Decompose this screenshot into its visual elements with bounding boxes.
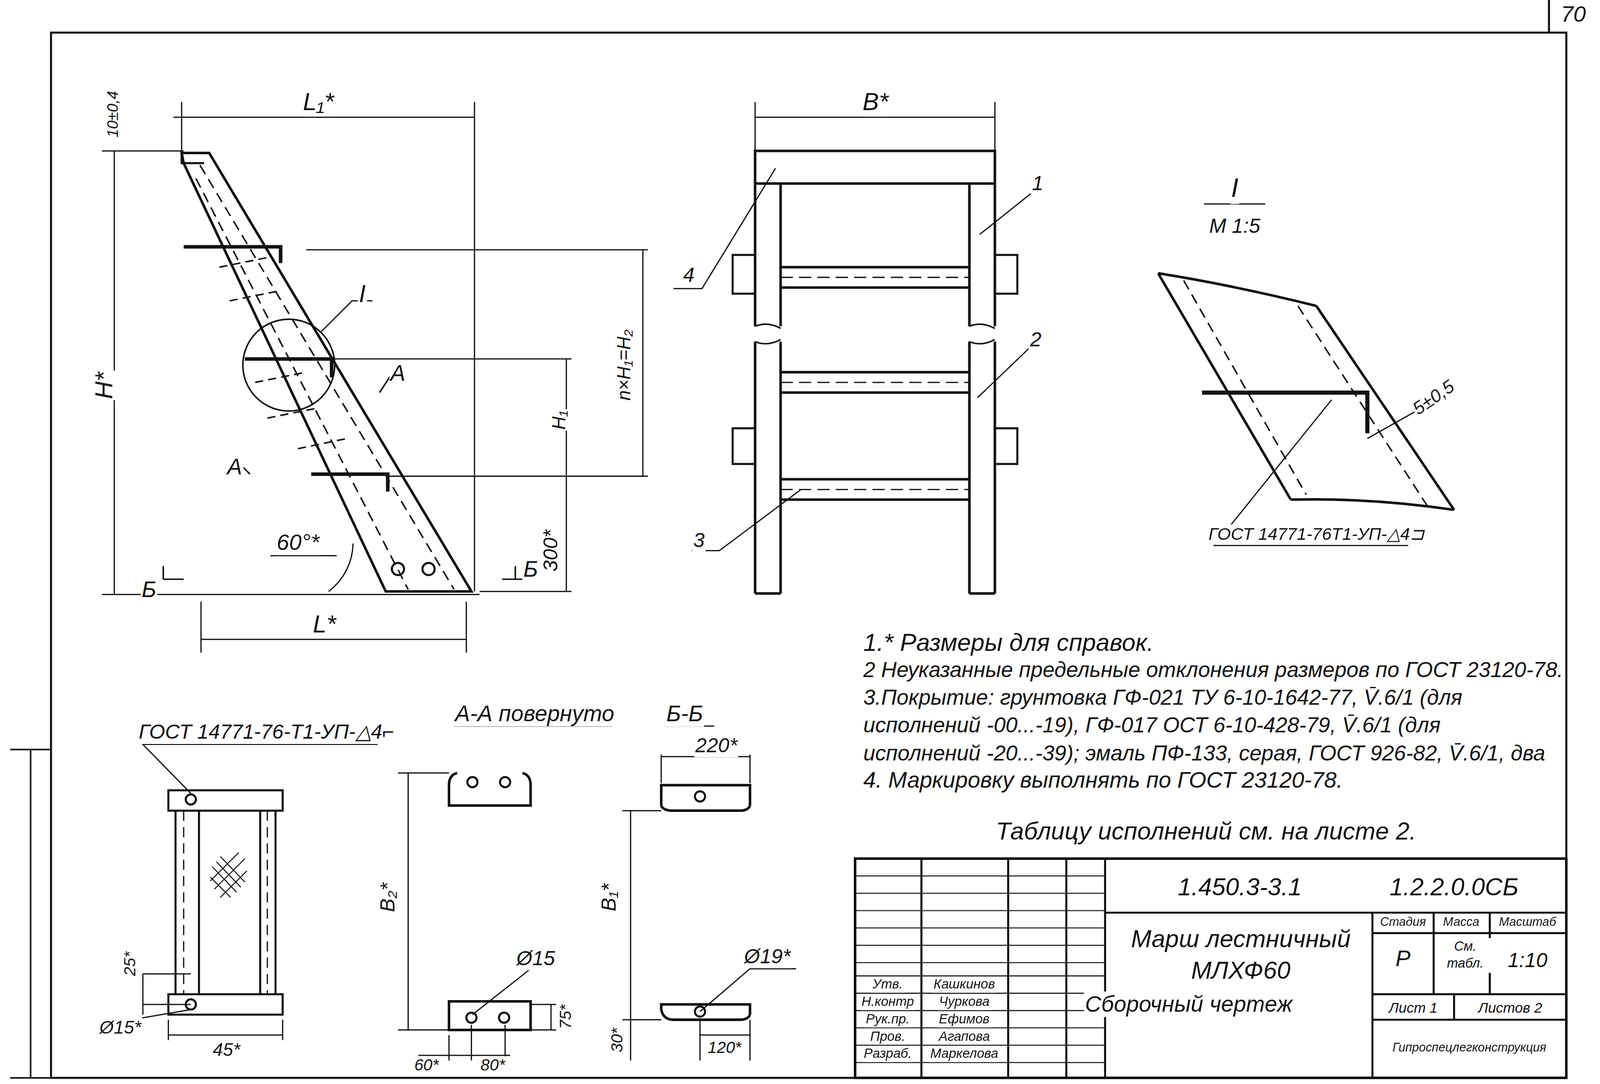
drawing-label: Р [1394, 946, 1412, 972]
drawing-label: 30* [607, 1027, 627, 1054]
drawing-label: 75* [556, 1003, 576, 1031]
drawing-label: 1.2.2.0.0СБ [1388, 873, 1520, 902]
drawing-label: 1:10 [1506, 948, 1549, 973]
drawing-label: 220* [694, 734, 739, 758]
drawing-label: Ø15* [98, 1017, 143, 1039]
drawing-label: Разраб. [862, 1046, 913, 1062]
drawing-label: В* [861, 87, 890, 116]
drawing-label: 2 [1028, 327, 1043, 352]
drawing-label: А-А повернуто [454, 701, 616, 727]
drawing-label: n×H₁=H₂ [613, 328, 636, 402]
drawing-label: Марш лестничный МЛХФ60 [1112, 923, 1370, 987]
drawing-label: 5±0,5 [1407, 375, 1460, 421]
drawing-label: Рук.пр. [865, 1012, 911, 1028]
drawing-label: Ø19* [743, 945, 792, 969]
drawing-label: Масса [1442, 915, 1481, 931]
drawing-label: L* [311, 610, 338, 639]
drawing-label: 1 [1030, 171, 1045, 196]
drawing-label: 300* [539, 528, 563, 573]
drawing-label: Лист 1 [1387, 999, 1439, 1016]
drawing-label: М 1:5 [1208, 214, 1261, 239]
drawing-label: 1.450.3-3.1 [1176, 873, 1304, 902]
drawing-label: Б [140, 576, 158, 603]
drawing-label: 120* [706, 1039, 743, 1059]
drawing-label: Б-Б [665, 701, 704, 727]
drawing-label: 3 [692, 528, 706, 553]
drawing-label: Утв. [871, 977, 904, 993]
drawing-label: A [389, 360, 407, 387]
drawing-label: I [1229, 173, 1240, 205]
drawing-label: A [226, 454, 244, 480]
drawing-label: Маркелова [929, 1046, 999, 1062]
drawing-label: 70 [1559, 1, 1587, 28]
drawing-label: Листов 2 [1477, 999, 1544, 1016]
drawing-label: См. табл. [1438, 938, 1492, 973]
drawing-label: 4. Маркировку выполнять по ГОСТ 23120-78… [862, 767, 1344, 794]
drawing-label: В₂* [375, 881, 400, 914]
drawing-label: Ефимов [937, 1012, 991, 1028]
drawing-label: Б [522, 556, 539, 583]
drawing-label: Гипроспецлегконструкция [1391, 1041, 1548, 1056]
drawing-label: Стадия [1379, 915, 1428, 931]
drawing-label: Пров. [869, 1029, 907, 1045]
drawing-label: Н.контр [860, 995, 915, 1011]
drawing-label: Чуркова [937, 995, 991, 1011]
drawing-label: ГОСТ 14771-76-Т1-УП-△4⌐ [137, 720, 396, 744]
drawing-label: 80* [479, 1056, 507, 1076]
drawing-label: 60°* [275, 529, 321, 556]
drawing-label: Ø15 [515, 946, 556, 971]
drawing-label: H₁ [548, 409, 571, 431]
drawing-label: ГОСТ 14771-76Т1-УП-△4⊐ [1207, 524, 1426, 545]
drawing-label: 4 [682, 263, 696, 287]
drawing-label: Кашкинов [932, 977, 996, 993]
drawing-label: I [358, 279, 367, 309]
drawing-label: 25* [121, 950, 141, 978]
drawing-label: В₁* [597, 882, 621, 913]
drawing-label: 60* [413, 1056, 441, 1076]
drawing-label: Агапова [937, 1029, 992, 1045]
drawing-label: 45* [211, 1040, 242, 1062]
drawing-label: 10±0,4 [103, 89, 121, 139]
drawing-label: 2 Неуказанные предельные отклонения разм… [862, 657, 1565, 683]
drawing-label: 1.* Размеры для справок. [862, 628, 1155, 657]
drawing-label: L₁* [301, 87, 335, 116]
drawing-label: Масштаб [1498, 915, 1558, 931]
drawing-label: Сборочный чертеж [1083, 991, 1294, 1018]
drawing-label: Таблицу исполнений см. на листе 2. [995, 817, 1418, 846]
drawing-label: H* [90, 371, 119, 401]
